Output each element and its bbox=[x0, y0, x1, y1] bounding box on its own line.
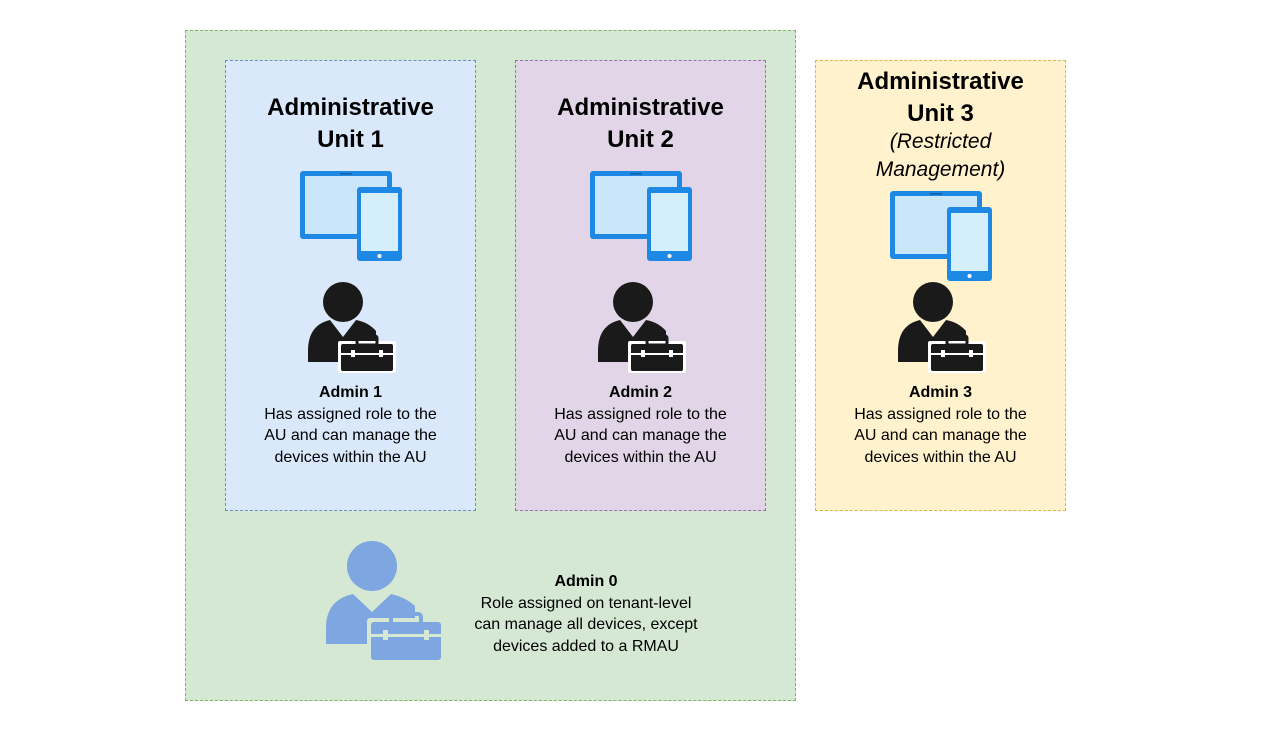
admin-caption: Admin 1 Has assigned role to the AU and … bbox=[226, 382, 475, 468]
unit-title: Administrative Unit 1 bbox=[267, 94, 434, 153]
admin-briefcase-icon bbox=[898, 282, 986, 373]
admin0-briefcase-icon bbox=[326, 541, 443, 662]
admin-caption: Admin 2 Has assigned role to the AU and … bbox=[516, 382, 765, 468]
admin-name: Admin 1 bbox=[318, 384, 383, 401]
unit-subtitle: (Restricted Management) bbox=[875, 130, 1006, 181]
admin-name: Admin 2 bbox=[608, 384, 673, 401]
admin0-caption: Admin 0 Role assigned on tenant-level ca… bbox=[446, 571, 726, 657]
unit-title: Administrative Unit 3 bbox=[857, 68, 1024, 127]
admin-briefcase-icon bbox=[598, 282, 686, 373]
admin-caption: Admin 3 Has assigned role to the AU and … bbox=[816, 382, 1065, 468]
admin0-name: Admin 0 bbox=[554, 573, 618, 590]
tablet-phone-icon bbox=[890, 191, 992, 281]
admin-name: Admin 3 bbox=[908, 384, 973, 401]
tablet-phone-icon bbox=[590, 171, 692, 261]
administrative-unit-3: Administrative Unit 3 (Restricted Manage… bbox=[815, 60, 1066, 511]
tablet-phone-icon bbox=[300, 171, 402, 261]
admin-briefcase-icon bbox=[308, 282, 396, 373]
unit-title: Administrative Unit 2 bbox=[557, 94, 724, 153]
administrative-unit-2: Administrative Unit 2 Admin 2 Has assign… bbox=[515, 60, 766, 511]
administrative-unit-1: Administrative Unit 1 Admin 1 Has assign… bbox=[225, 60, 476, 511]
